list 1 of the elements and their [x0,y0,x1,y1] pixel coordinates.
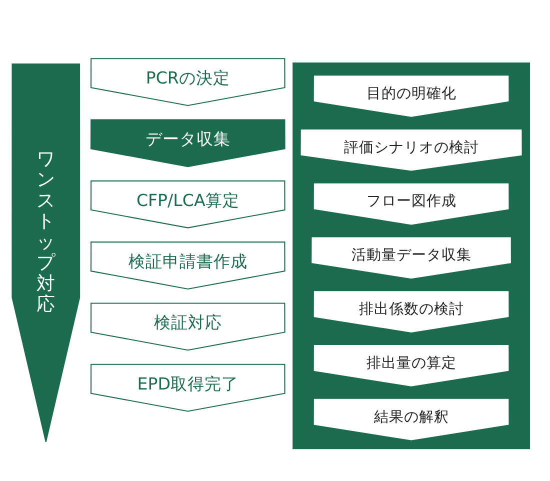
cluster [292,62,530,450]
